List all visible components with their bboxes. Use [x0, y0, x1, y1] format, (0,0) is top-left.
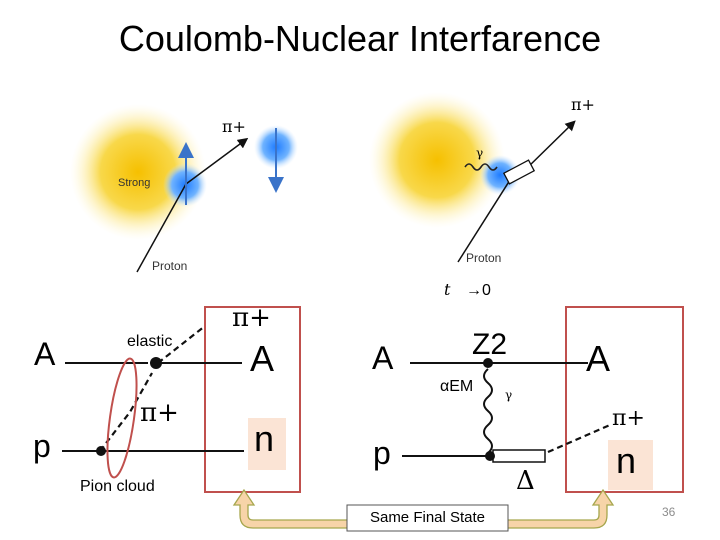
label-pi-out-right: π+ [612, 406, 645, 431]
right-final-state-box [565, 306, 684, 493]
same-final-state-connector [232, 488, 615, 532]
label-p-in-left: p [33, 428, 51, 464]
top-right-illustration [369, 92, 576, 263]
left-reaction-diagram [62, 306, 301, 493]
label-delta: Δ [516, 466, 535, 496]
label-Z2: Z2 [472, 328, 508, 361]
pion-track-left [185, 137, 249, 185]
nucleus-yellow-right [369, 92, 505, 228]
vertex-p-right [485, 451, 495, 461]
label-elastic: elastic [127, 333, 173, 350]
strong-label: Strong [118, 177, 151, 189]
nucleon-blue-center [480, 155, 520, 195]
label-A-in-left: A [34, 336, 56, 372]
page-number: 36 [662, 505, 676, 519]
vertex-A-left [150, 357, 162, 369]
label-pion-cloud: Pion cloud [80, 478, 155, 495]
delta-box [492, 449, 546, 463]
top-left-illustration [70, 104, 298, 273]
label-A-out-left: A [250, 338, 275, 379]
nucleus-yellow-left [70, 104, 206, 240]
label-gamma: γ [505, 388, 513, 402]
photon-wiggle-top [464, 163, 498, 171]
proton-track-left [136, 183, 187, 273]
pion-cloud-ellipse [106, 357, 138, 479]
pion-label-top-right: π+ [571, 95, 595, 114]
left-final-state-box [204, 306, 301, 493]
t-variable: t [444, 280, 451, 299]
right-reaction-diagram [402, 306, 684, 493]
label-alpha-em: αEM [440, 378, 474, 395]
proton-track-right [457, 179, 511, 263]
photon-wiggle [483, 368, 493, 454]
proton-label-left: Proton [152, 259, 188, 273]
label-pi-mid: π+ [140, 398, 179, 428]
proton-label-right: Proton [466, 251, 502, 265]
label-p-in-right: p [373, 435, 391, 471]
label-pi-top: π+ [232, 303, 271, 333]
delta-box-top [502, 159, 536, 185]
same-final-state-label: Same Final State [369, 509, 486, 526]
label-A-out-right: A [586, 338, 611, 379]
same-final-state-box [346, 504, 509, 532]
pion-label-top-left: π+ [222, 117, 246, 136]
right-n-highlight [608, 440, 653, 490]
vertex-A-right [483, 358, 493, 368]
pion-outgoing-right [547, 423, 611, 454]
t-arrow-zero: →0 [466, 282, 491, 299]
left-n-highlight [248, 418, 286, 470]
gamma-label-top: γ [476, 146, 484, 160]
label-n-out-right: n [616, 440, 637, 481]
label-A-in-right: A [372, 340, 394, 376]
slide-title: Coulomb‑Nuclear Interfarence [118, 18, 602, 59]
pion-track-right [524, 120, 576, 171]
label-n-out-left: n [254, 418, 275, 459]
vertex-p-left [96, 446, 106, 456]
